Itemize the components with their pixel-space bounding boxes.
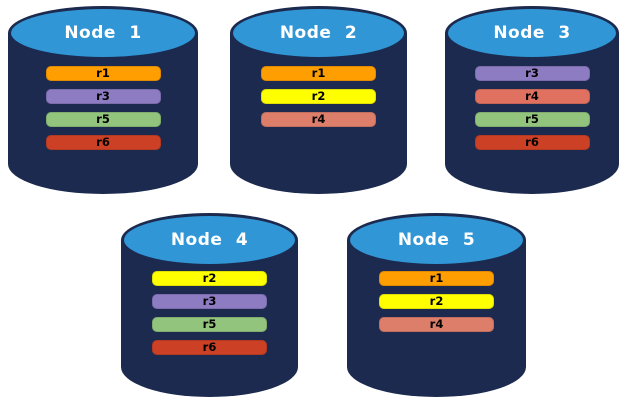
node-label: Node 4: [170, 230, 249, 250]
replica-label: r1: [311, 65, 326, 80]
replica-bar: r6: [152, 340, 267, 355]
node-3-cylinder: Node 3 r3 r4 r5 r6: [445, 6, 619, 194]
replica-bar: r5: [152, 317, 267, 332]
node-label: Node 1: [64, 23, 142, 43]
replica-bar: r6: [474, 134, 590, 150]
replica-label: r4: [525, 88, 539, 103]
replica-label: r3: [202, 293, 217, 308]
replica-bar: r1: [261, 66, 376, 81]
replica-bar: r6: [45, 134, 161, 150]
replica-label: r1: [429, 270, 444, 285]
cylinder-top: Node 5: [347, 213, 526, 267]
replica-label: r2: [429, 293, 444, 308]
replica-bar: r3: [152, 294, 267, 309]
cylinder-top: Node 2: [230, 6, 407, 60]
replica-bar: r2: [379, 294, 494, 309]
replica-bar: r3: [45, 88, 161, 104]
node-1-cylinder: Node 1 r1 r3 r5 r6: [8, 6, 198, 194]
node-label: Node 5: [397, 230, 476, 250]
replica-bar: r4: [474, 88, 590, 104]
replica-bar: r1: [45, 65, 161, 81]
replica-bar-stack: r1 r3 r5 r6: [8, 66, 198, 150]
replica-label: r6: [202, 339, 217, 354]
replica-label: r5: [96, 111, 110, 126]
replica-label: r6: [96, 134, 110, 149]
replica-bar: r2: [152, 271, 267, 286]
replica-label: r4: [429, 316, 444, 331]
node-5-cylinder: Node 5 r1 r2 r4: [347, 213, 526, 397]
replica-bar-stack: r1 r2 r4: [230, 66, 407, 127]
replica-bar-stack: r1 r2 r4: [347, 271, 526, 332]
replica-label: r2: [311, 88, 326, 103]
replica-bar-stack: r3 r4 r5 r6: [445, 66, 619, 150]
node-2-cylinder: Node 2 r1 r2 r4: [230, 6, 407, 194]
replica-bar: r4: [379, 317, 494, 332]
replica-bar: r3: [474, 65, 590, 81]
replica-bar: r4: [261, 112, 376, 127]
replica-label: r3: [525, 65, 539, 80]
replica-bar: r5: [474, 111, 590, 127]
replica-bar: r5: [45, 111, 161, 127]
replica-label: r5: [525, 111, 539, 126]
cylinder-top: Node 3: [445, 6, 619, 60]
cylinder-top: Node 1: [8, 6, 198, 60]
node-4-cylinder: Node 4 r2 r3 r5 r6: [121, 213, 298, 397]
replica-label: r6: [525, 134, 539, 149]
replica-label: r4: [311, 111, 326, 126]
replica-label: r2: [202, 270, 217, 285]
replica-bar: r1: [379, 271, 494, 286]
replica-bar-stack: r2 r3 r5 r6: [121, 271, 298, 355]
replica-label: r1: [96, 65, 110, 80]
replica-label: r5: [202, 316, 217, 331]
replica-label: r3: [96, 88, 110, 103]
node-label: Node 2: [279, 23, 358, 43]
node-label: Node 3: [493, 23, 571, 43]
replica-bar: r2: [261, 89, 376, 104]
cylinder-top: Node 4: [121, 213, 298, 267]
